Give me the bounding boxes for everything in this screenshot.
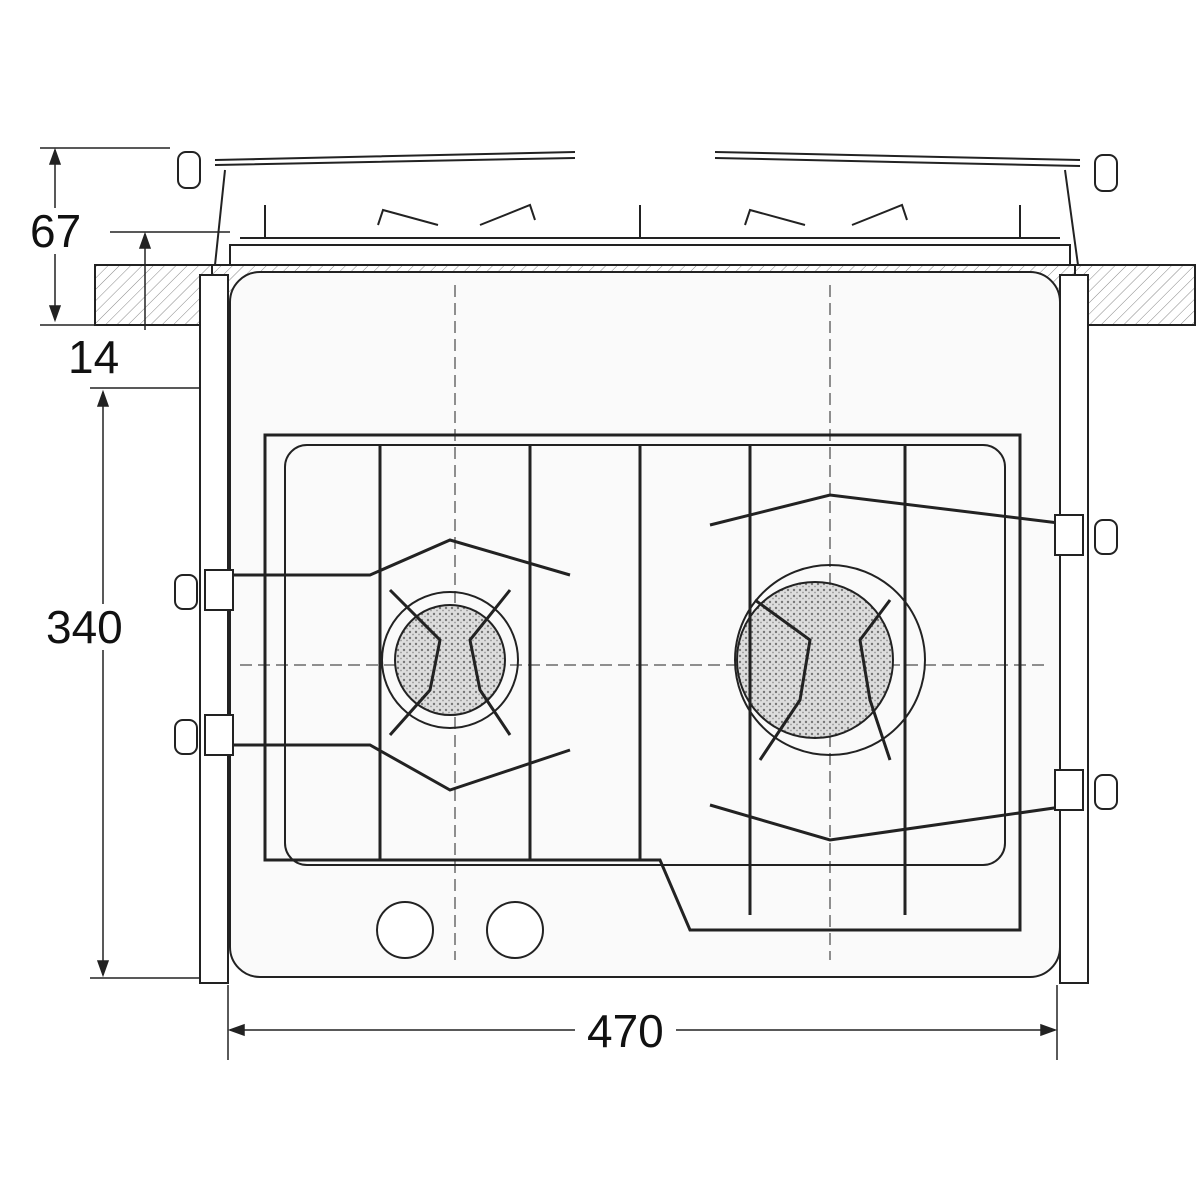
bracket-right <box>1059 274 1089 984</box>
knob-side-left <box>177 151 201 189</box>
hob-plate <box>229 271 1061 978</box>
dimension-340: 340 <box>46 601 123 653</box>
top-view <box>174 271 1118 984</box>
burner-left <box>394 604 506 716</box>
lid-knobs <box>174 514 1118 811</box>
lid-right <box>714 151 1081 167</box>
burner-left-ring <box>381 591 519 729</box>
knob-side-right <box>1094 154 1118 192</box>
center-lines <box>240 285 1050 960</box>
cooktop-body-side <box>229 244 1071 266</box>
dimension-67: 67 <box>30 205 82 257</box>
drip-tray <box>284 444 1006 866</box>
bracket-left <box>199 274 229 984</box>
grate-side <box>264 203 1021 238</box>
dimension-14: 14 <box>68 331 120 383</box>
dimension-470: 470 <box>575 1008 676 1054</box>
pan-grate <box>215 433 1076 932</box>
burner-right <box>736 581 894 739</box>
lid-left <box>214 151 576 166</box>
burner-right-ring <box>734 564 926 756</box>
control-knob-right <box>486 901 544 959</box>
control-knob-left <box>376 901 434 959</box>
